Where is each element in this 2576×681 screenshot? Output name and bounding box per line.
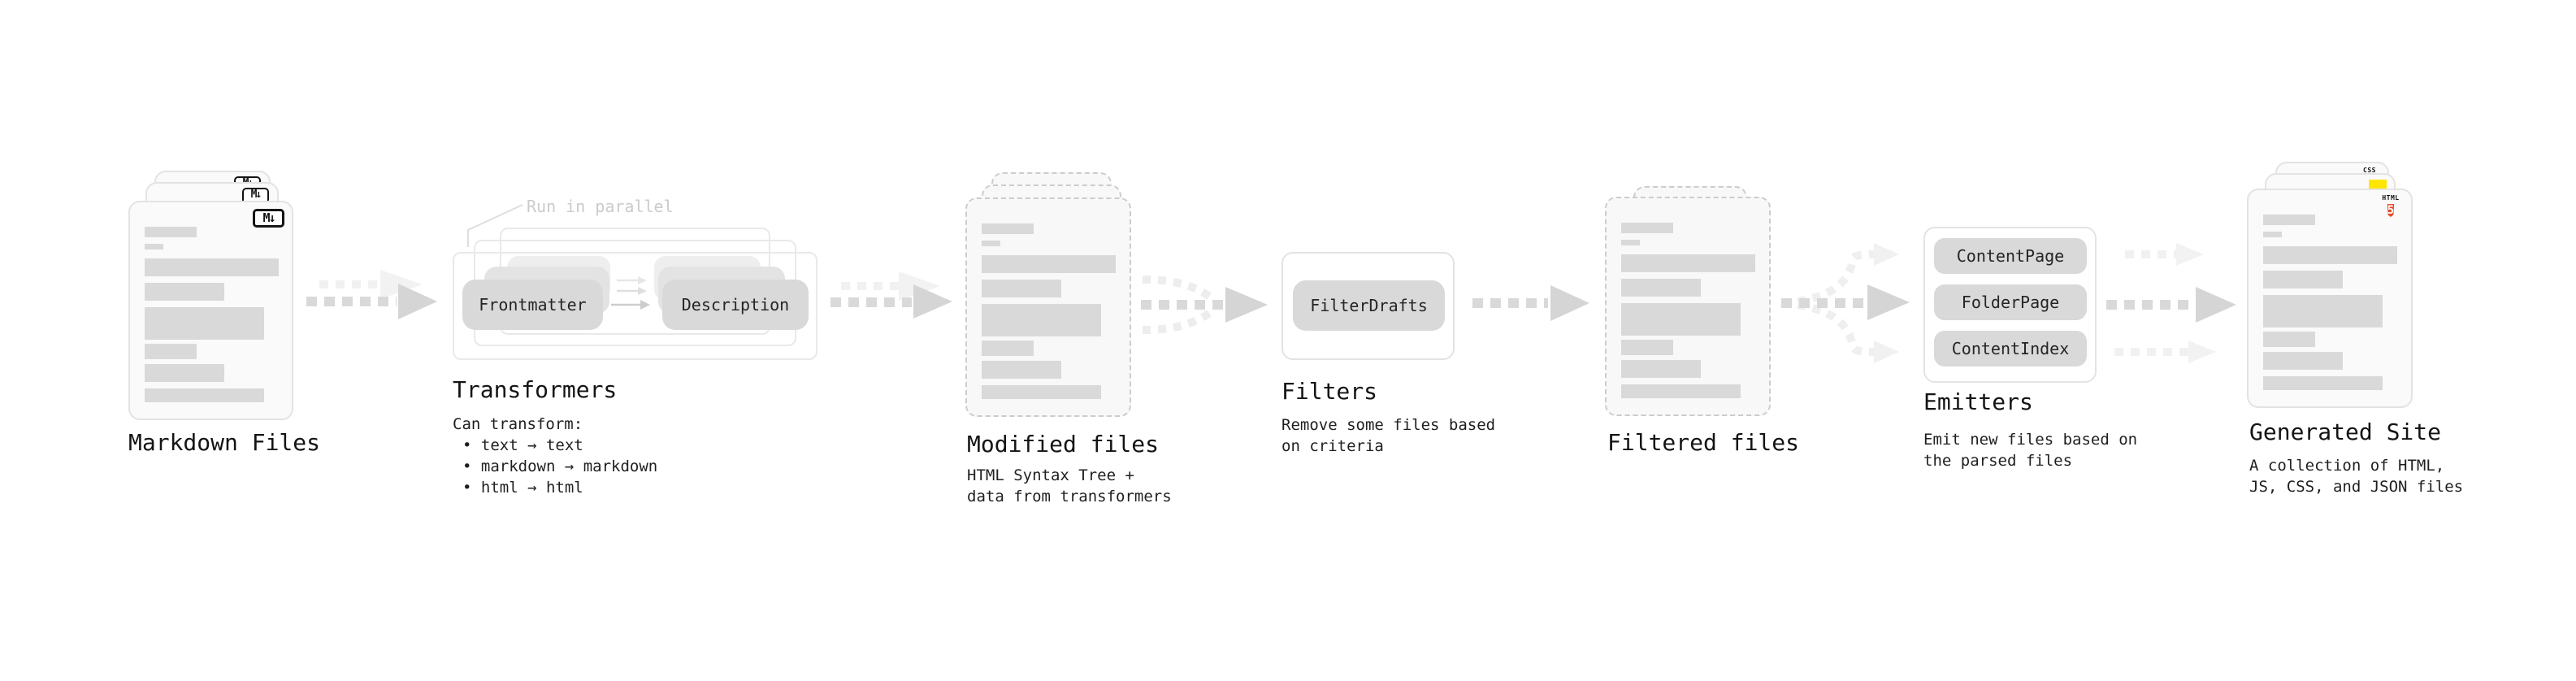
transformers-note-item: • markdown → markdown: [462, 458, 658, 475]
arrow-filters-to-filtered: [1472, 285, 1589, 321]
contentpage-pill: ContentPage: [1934, 238, 2087, 274]
generated-html-file-card: HTML 5: [2247, 189, 2413, 408]
arrow-emitters-to-generated: [2106, 243, 2236, 363]
transformers-note-heading: Can transform:: [453, 415, 583, 433]
transformers-title: Transformers: [453, 376, 618, 403]
filtered-file-card-front: [1605, 197, 1771, 416]
modified-files-label: Modified files: [967, 431, 1160, 458]
arrow-transformers-to-modified: [830, 271, 952, 319]
arrow-filtered-to-emitters: [1781, 243, 1910, 363]
contentindex-pill: ContentIndex: [1934, 331, 2087, 367]
description-pill: Description: [662, 280, 809, 330]
file-content-placeholder: [145, 227, 279, 402]
arrow-markdown-to-transformers: [306, 270, 437, 319]
generated-site-description: A collection of HTML, JS, CSS, and JSON …: [2249, 457, 2464, 496]
modified-file-card-front: [965, 197, 1131, 417]
generated-site-label: Generated Site: [2249, 419, 2442, 445]
file-content-placeholder: [2263, 215, 2397, 390]
filtered-files-label: Filtered files: [1607, 429, 1800, 456]
filters-title: Filters: [1281, 378, 1378, 405]
html5-file-icon: HTML 5: [2380, 194, 2401, 220]
filterdrafts-pill: FilterDrafts: [1293, 280, 1445, 331]
modified-files-description: HTML Syntax Tree + data from transformer…: [967, 466, 1172, 505]
folderpage-pill: FolderPage: [1934, 284, 2087, 320]
arrow-modified-to-filters: [1141, 275, 1268, 334]
emitters-title: Emitters: [1923, 388, 2033, 415]
file-content-placeholder: [982, 223, 1116, 399]
filters-description: Remove some files based on criteria: [1281, 416, 1496, 455]
transformers-note-item: • html → html: [462, 479, 583, 497]
css-icon-label: CSS: [2363, 167, 2376, 174]
run-in-parallel-annotation: Run in parallel: [527, 197, 674, 216]
transformers-notes: Can transform: • text → text • markdown …: [453, 414, 657, 498]
js-file-icon: [2369, 180, 2387, 189]
markdown-icon: M↓: [242, 188, 269, 204]
frontmatter-pill: Frontmatter: [462, 280, 603, 330]
file-content-placeholder: [1621, 223, 1755, 398]
html5-icon-shield: 5: [2387, 204, 2395, 217]
transformers-note-item: • text → text: [462, 436, 583, 454]
markdown-icon: M↓: [253, 209, 284, 228]
markdown-file-card-front: M↓: [128, 201, 293, 420]
emitters-description: Emit new files based on the parsed files: [1923, 431, 2138, 470]
markdown-files-label: Markdown Files: [128, 429, 321, 456]
transformer-frame-front: [453, 252, 817, 360]
html5-icon-label: HTML: [2382, 194, 2400, 202]
